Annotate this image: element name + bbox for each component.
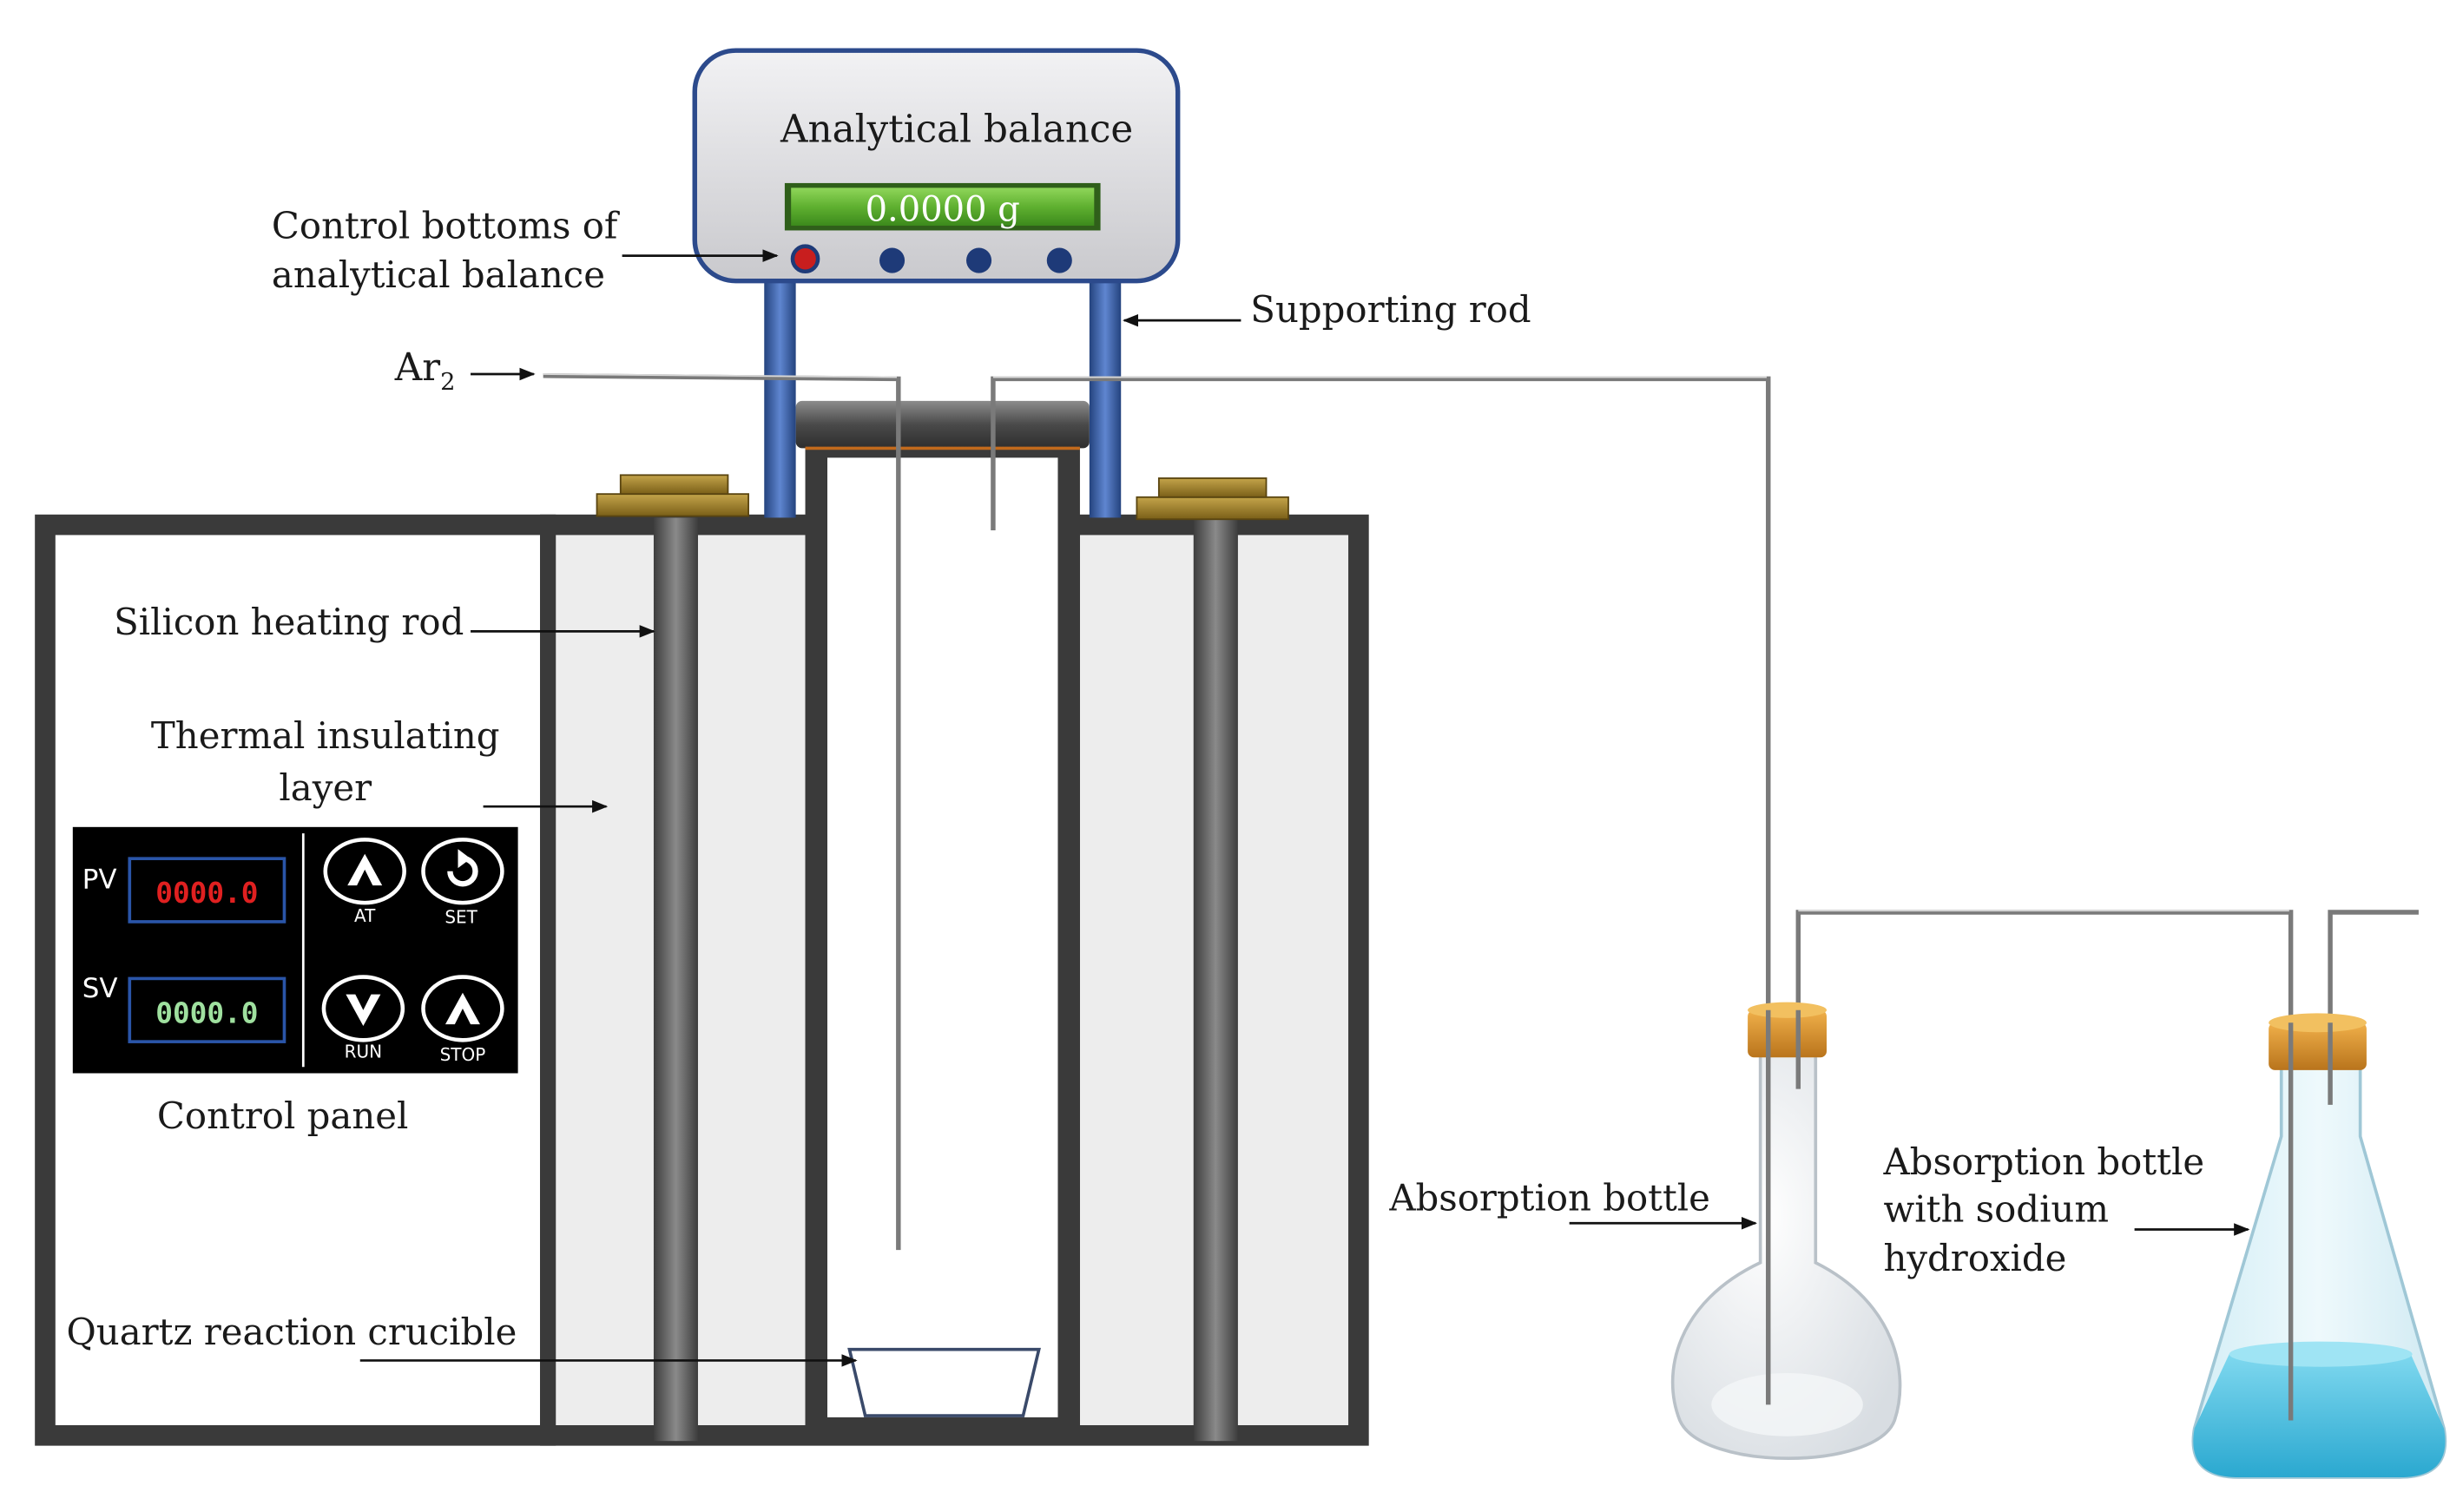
- balance-reading: 0.0000 g: [866, 190, 1020, 230]
- absorption-bottle-naoh: [2191, 1013, 2447, 1479]
- label-ar2-subscript: 2: [440, 369, 455, 396]
- pv-display: [128, 857, 286, 924]
- stop-button[interactable]: STOP: [421, 975, 504, 1065]
- down-arrow-icon: [346, 994, 381, 1026]
- balance-button[interactable]: [966, 247, 992, 273]
- balance-body: [692, 48, 1181, 284]
- label-absorption-naoh-2: with sodium: [1883, 1187, 2109, 1230]
- absorption-bottle: [1670, 1002, 1902, 1460]
- at-label: AT: [354, 905, 376, 926]
- pv-label: PV: [82, 864, 117, 896]
- up-arrow-icon: [445, 992, 480, 1025]
- pv-value: 0000.0: [155, 877, 258, 910]
- supporting-rod: [1089, 271, 1122, 518]
- insulating-layer: [556, 535, 654, 1425]
- tube-lid: [795, 400, 1090, 449]
- annotations: Control bottoms of analytical balance Su…: [67, 205, 2250, 1367]
- set-label: SET: [445, 907, 477, 928]
- run-button[interactable]: RUN: [321, 975, 405, 1062]
- supporting-rod: [764, 271, 796, 518]
- balance-button[interactable]: [1046, 247, 1072, 273]
- label-control-panel: Control panel: [157, 1095, 408, 1137]
- control-panel: PV 0000.0 SV 0000.0 AT SET RUN STOP: [72, 826, 518, 1074]
- insulating-layer: [1079, 535, 1194, 1425]
- run-label: RUN: [345, 1041, 383, 1062]
- furnace: [35, 400, 1369, 1446]
- refresh-icon: [447, 856, 478, 887]
- label-ar2: Ar2: [394, 345, 456, 396]
- label-absorption-naoh: Absorption bottle: [1882, 1141, 2204, 1183]
- outlet-pipe: [991, 376, 1771, 1405]
- up-arrow-icon: [347, 853, 383, 886]
- set-button[interactable]: SET: [421, 838, 504, 928]
- label-absorption-bottle: Absorption bottle: [1388, 1177, 1710, 1219]
- balance-title: Analytical balance: [780, 108, 1133, 152]
- insulating-layer: [697, 535, 806, 1425]
- ar-inlet-pipe: [543, 373, 901, 1251]
- silicon-heating-rod: [1193, 517, 1238, 1442]
- label-quartz-crucible: Quartz reaction crucible: [67, 1311, 517, 1353]
- insulating-layer: [1237, 535, 1349, 1425]
- silicon-heating-rod: [653, 517, 698, 1442]
- label-supporting-rod: Supporting rod: [1250, 288, 1531, 331]
- sv-label: SV: [82, 973, 118, 1004]
- quartz-reaction-crucible: [847, 1347, 1041, 1417]
- at-button[interactable]: AT: [323, 838, 406, 926]
- balance-button[interactable]: [879, 247, 906, 273]
- label-thermal-insulating: Thermal insulating: [151, 714, 500, 757]
- analytical-balance: Analytical balance 0.0000 g: [692, 48, 1181, 284]
- stop-label: STOP: [440, 1044, 486, 1065]
- label-control-bottoms: Control bottoms of: [272, 205, 620, 247]
- heating-rod-cap: [1136, 496, 1289, 521]
- heating-rod-cap: [596, 493, 749, 517]
- label-thermal-insulating-2: layer: [279, 766, 372, 809]
- naoh-solution: [2193, 1354, 2446, 1477]
- label-control-bottoms-2: analytical balance: [272, 253, 605, 296]
- balance-button-power[interactable]: [790, 244, 820, 274]
- sv-value: 0000.0: [155, 996, 258, 1029]
- sv-display: [128, 976, 286, 1043]
- label-silicon-heating-rod: Silicon heating rod: [114, 601, 464, 643]
- label-absorption-naoh-3: hydroxide: [1883, 1237, 2066, 1279]
